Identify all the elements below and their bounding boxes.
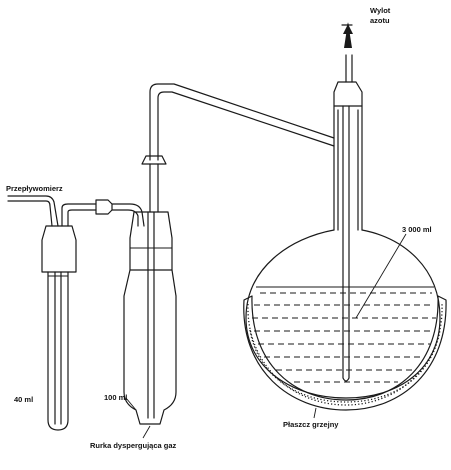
heating-mantle-label: Płaszcz grzejny [283, 420, 339, 429]
flask-volume-label: 3 000 ml [402, 225, 432, 234]
tube-100ml [123, 211, 177, 425]
leader-lines [125, 233, 407, 439]
gas-dispersion-tube-label: Rurka dyspergująca gaz [90, 441, 177, 450]
flask-liquid [252, 286, 436, 383]
inner-dip-tube [342, 105, 350, 382]
connecting-tube [141, 83, 335, 213]
nitrogen-outlet-label-line1: Wylot [370, 6, 391, 15]
tube-40ml [41, 225, 77, 431]
nitrogen-outlet-arrow [341, 22, 353, 48]
cross-tube [7, 195, 145, 227]
nitrogen-outlet-label-line2: azotu [370, 16, 390, 25]
flask-neck [333, 54, 363, 231]
tube-40ml-label: 40 ml [14, 395, 33, 404]
flowmeter-label: Przepływomierz [6, 184, 63, 193]
tube-100ml-label: 100 ml [104, 393, 127, 402]
heating-mantle [243, 295, 447, 411]
round-flask [245, 229, 441, 399]
